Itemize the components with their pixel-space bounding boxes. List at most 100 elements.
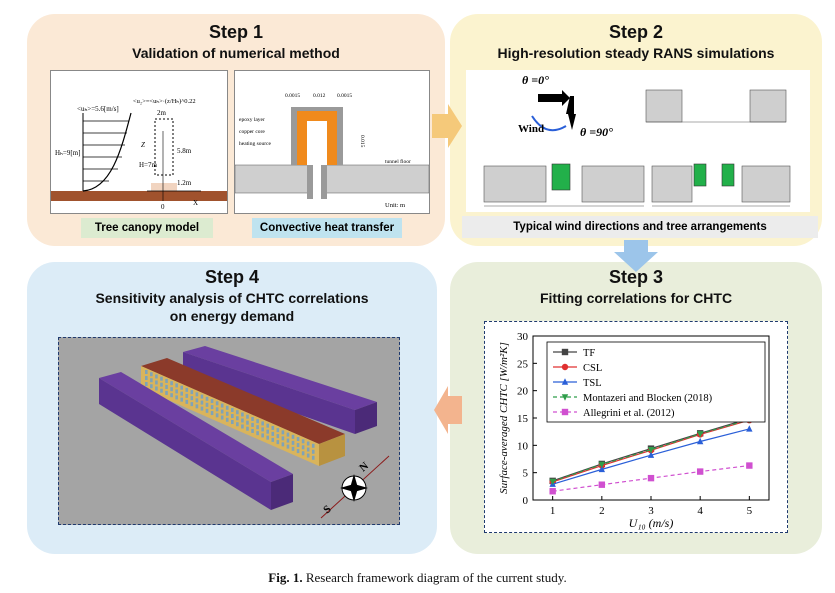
building-window <box>175 395 178 400</box>
building-window <box>195 392 199 397</box>
wind-arrow-0-icon <box>538 90 570 106</box>
building-window <box>215 413 219 418</box>
legend-label: TF <box>583 348 595 359</box>
building-window <box>236 416 239 421</box>
building-window <box>301 451 305 456</box>
x-label: X <box>193 199 198 207</box>
x-tick-label: 1 <box>550 505 556 517</box>
building-window <box>256 431 259 436</box>
building-window <box>261 421 264 426</box>
heating-cavity <box>307 121 327 165</box>
building-window <box>266 429 270 434</box>
building-window <box>256 419 259 424</box>
building-window <box>155 374 158 379</box>
purple-block-back-side <box>355 402 377 434</box>
y-tick-label: 10 <box>517 440 529 452</box>
epoxy-label: epoxy layer <box>239 117 265 123</box>
building-window <box>160 376 163 381</box>
support-hole <box>313 165 321 199</box>
step1-title: Step 1 <box>208 22 264 42</box>
ground <box>51 191 227 201</box>
building-window <box>286 444 290 449</box>
building-window <box>286 438 290 443</box>
building-window <box>185 393 189 398</box>
building-window <box>281 436 285 441</box>
x-tick-label: 2 <box>599 505 605 517</box>
building-window <box>306 453 310 458</box>
building-window <box>271 425 275 430</box>
building-window <box>160 382 163 387</box>
building-window <box>311 449 315 454</box>
building-b <box>749 89 787 123</box>
h7-label: H=7m <box>139 161 158 169</box>
purple-block-front-side <box>271 474 293 510</box>
step3-subtitle: Fitting correlations for CHTC <box>539 290 733 306</box>
building-window <box>241 412 244 417</box>
tree-canopy <box>154 118 174 176</box>
single-tree-row <box>551 163 571 191</box>
building-window <box>281 430 285 435</box>
center-building-roof <box>141 358 345 444</box>
building-window <box>311 443 315 448</box>
dim-1: 0.0015 <box>285 93 300 99</box>
building-window <box>251 428 254 433</box>
energy-model-drawing: N S <box>59 338 399 524</box>
step4-title: Step 4 <box>204 267 260 287</box>
hb-label: Hₕ=9[m] <box>55 149 80 157</box>
building-window <box>190 390 194 395</box>
building-window <box>291 446 295 451</box>
legend-label: Montazeri and Blocken (2018) <box>583 393 713 404</box>
building-window <box>150 378 153 383</box>
building-window <box>296 449 300 454</box>
building-window <box>220 409 224 414</box>
x-tick-label: 4 <box>697 505 703 517</box>
building-window <box>241 418 244 423</box>
building-window <box>215 401 219 406</box>
building-window <box>296 443 300 448</box>
wind-curve-icon <box>531 115 567 132</box>
center-building-end <box>319 434 345 466</box>
building-window <box>256 425 259 430</box>
data-point <box>598 481 606 488</box>
building-window <box>200 394 204 399</box>
data-point <box>598 465 606 473</box>
building-window <box>195 404 199 409</box>
street-building-left-1 <box>483 165 547 203</box>
legend-label: Allegrini et al. (2012) <box>583 408 675 419</box>
building-window <box>200 400 204 405</box>
building-window <box>175 383 178 388</box>
d2-label: 2m <box>157 109 167 117</box>
building-window <box>291 434 295 439</box>
building-window <box>165 390 168 395</box>
caption-label: Fig. 1. <box>268 570 303 585</box>
building-window <box>150 372 153 377</box>
energy-model-figure: N S <box>58 337 400 525</box>
wind-arrangements-drawing: θ =0° Wind θ =90° <box>483 73 791 207</box>
building-window <box>286 432 290 437</box>
building-window <box>281 442 285 447</box>
data-point <box>746 462 753 469</box>
data-point <box>696 437 704 445</box>
wind-arrow-90-icon <box>566 96 576 130</box>
building-window <box>205 396 209 401</box>
tree-canopy-label: Tree canopy model <box>81 218 213 238</box>
y-tick-label: 15 <box>517 413 529 425</box>
building-window <box>185 399 189 404</box>
building-window <box>220 415 224 420</box>
building-window <box>246 426 249 431</box>
tree-row-a <box>693 163 707 187</box>
building-window <box>241 424 244 429</box>
y-axis-label: Surface-averaged CHTC [W/m²K] <box>498 342 510 494</box>
x-axis-label: U₁₀ (m/s) <box>629 516 674 530</box>
street-building-right-2 <box>741 165 791 203</box>
data-point <box>561 363 569 371</box>
purple-block-back-front <box>183 352 355 434</box>
figure-caption: Fig. 1. Research framework diagram of th… <box>0 570 835 586</box>
data-point <box>647 451 655 458</box>
building-window <box>175 389 178 394</box>
data-point <box>549 478 556 486</box>
data-point <box>647 447 655 454</box>
building-window <box>215 407 219 412</box>
building-window <box>236 410 239 415</box>
tree-canopy-figure: <uₕ>=5.6[m/s] <u₂>=<uₕ>·(z/Hₕ)^0.22 Hₕ=9… <box>50 70 228 214</box>
